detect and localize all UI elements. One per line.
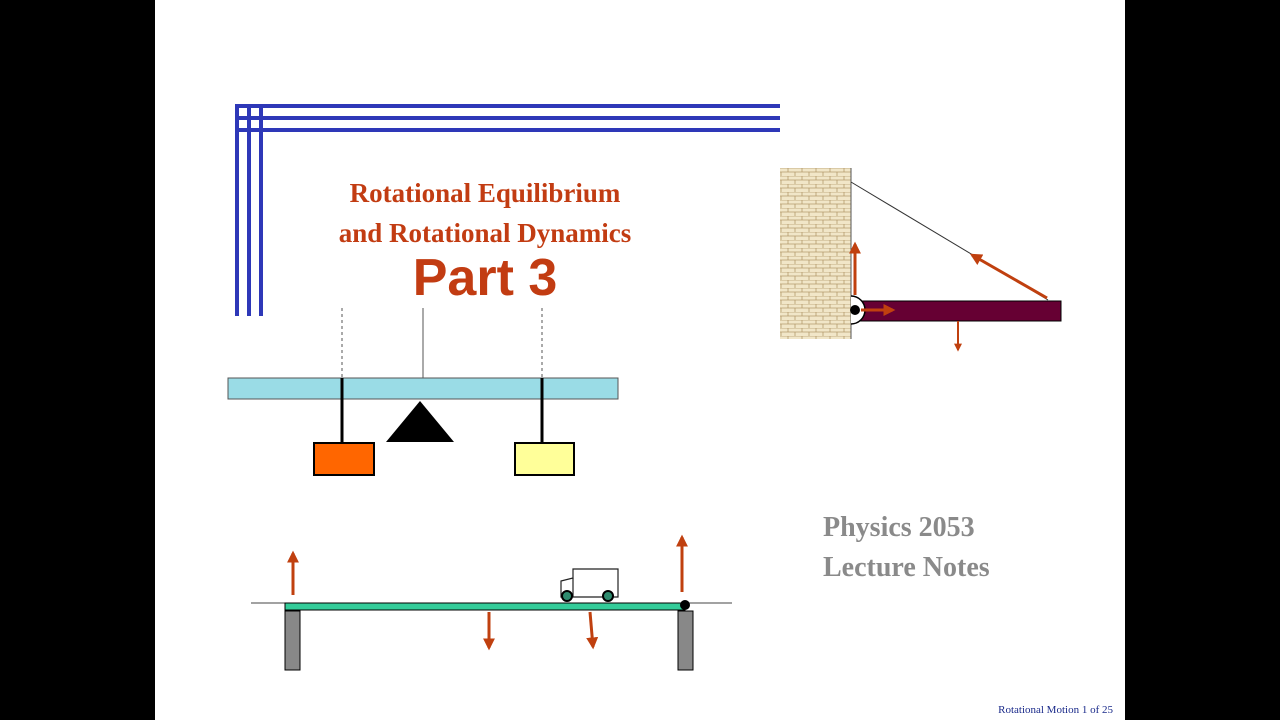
course-subtitle: Lecture Notes <box>823 552 990 583</box>
title-line-2: and Rotational Dynamics <box>338 218 632 248</box>
slide-artwork <box>227 104 1062 671</box>
bridge-truck-diagram <box>251 534 732 671</box>
left-weight <box>313 442 375 476</box>
slide-footer: Rotational Motion 1 of 25 <box>998 704 1113 716</box>
balance-beam <box>227 377 619 400</box>
hinge-pin <box>850 305 860 315</box>
left-pillar <box>284 610 301 671</box>
right-weight <box>514 442 575 476</box>
decorative-frame-lines <box>235 104 780 316</box>
part-heading: Part 3 <box>412 249 558 307</box>
title-line-1: Rotational Equilibrium <box>349 178 621 208</box>
truck <box>560 568 619 602</box>
brick-wall <box>780 168 851 339</box>
right-pillar <box>677 610 694 671</box>
bridge-support-pin <box>680 600 690 610</box>
balance-beam-diagram <box>227 308 619 476</box>
wall-strut-diagram <box>780 168 1062 352</box>
slide: Rotational Equilibrium and Rotational Dy… <box>155 0 1125 720</box>
fulcrum-triangle <box>386 401 454 442</box>
bridge-deck <box>284 602 686 611</box>
course-name: Physics 2053 <box>823 512 975 543</box>
